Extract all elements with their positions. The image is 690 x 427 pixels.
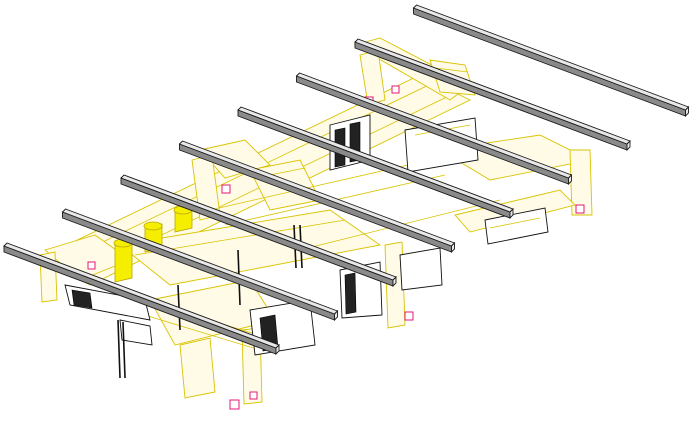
hanger-bracket: [249, 391, 258, 400]
structural-beam: [120, 174, 397, 288]
structural-beam: [61, 208, 339, 322]
center-air-handling-unit: [339, 247, 443, 319]
rear-elbow-ribs: [434, 67, 469, 73]
structural-beam: [178, 140, 456, 254]
structural-beam: [237, 106, 514, 220]
structural-beam: [295, 72, 573, 186]
equipment-layer: [64, 114, 549, 379]
beam-end-face: [392, 275, 397, 288]
hanger-bracket: [229, 399, 240, 410]
beam-end-face: [451, 241, 455, 254]
beam-end-face: [568, 173, 572, 186]
center-riser-duct: [384, 241, 406, 329]
hanger-bracket: [391, 85, 400, 94]
vent-cap: [113, 238, 133, 283]
structural-beam: [354, 38, 631, 152]
beam-end-face: [275, 343, 280, 356]
right-drop-duct: [569, 149, 593, 216]
beam-end-face: [509, 207, 514, 220]
support-rod: [122, 321, 126, 379]
beam-layer: [3, 4, 690, 356]
support-rod: [117, 319, 121, 379]
rear-air-handling-unit: [329, 114, 479, 173]
structural-beam: [3, 242, 280, 356]
cross-duct: [118, 209, 382, 286]
right-fan-unit: [484, 207, 549, 245]
hanger-bracket: [575, 204, 585, 214]
structural-beam: [412, 4, 690, 118]
beam-end-face: [685, 105, 689, 118]
hanger-bracket: [221, 184, 231, 194]
beam-end-face: [626, 139, 631, 152]
beam-end-face: [334, 309, 338, 322]
front-box-duct: [179, 337, 216, 399]
hanger-bracket: [404, 311, 414, 321]
hanger-bracket: [87, 261, 96, 270]
